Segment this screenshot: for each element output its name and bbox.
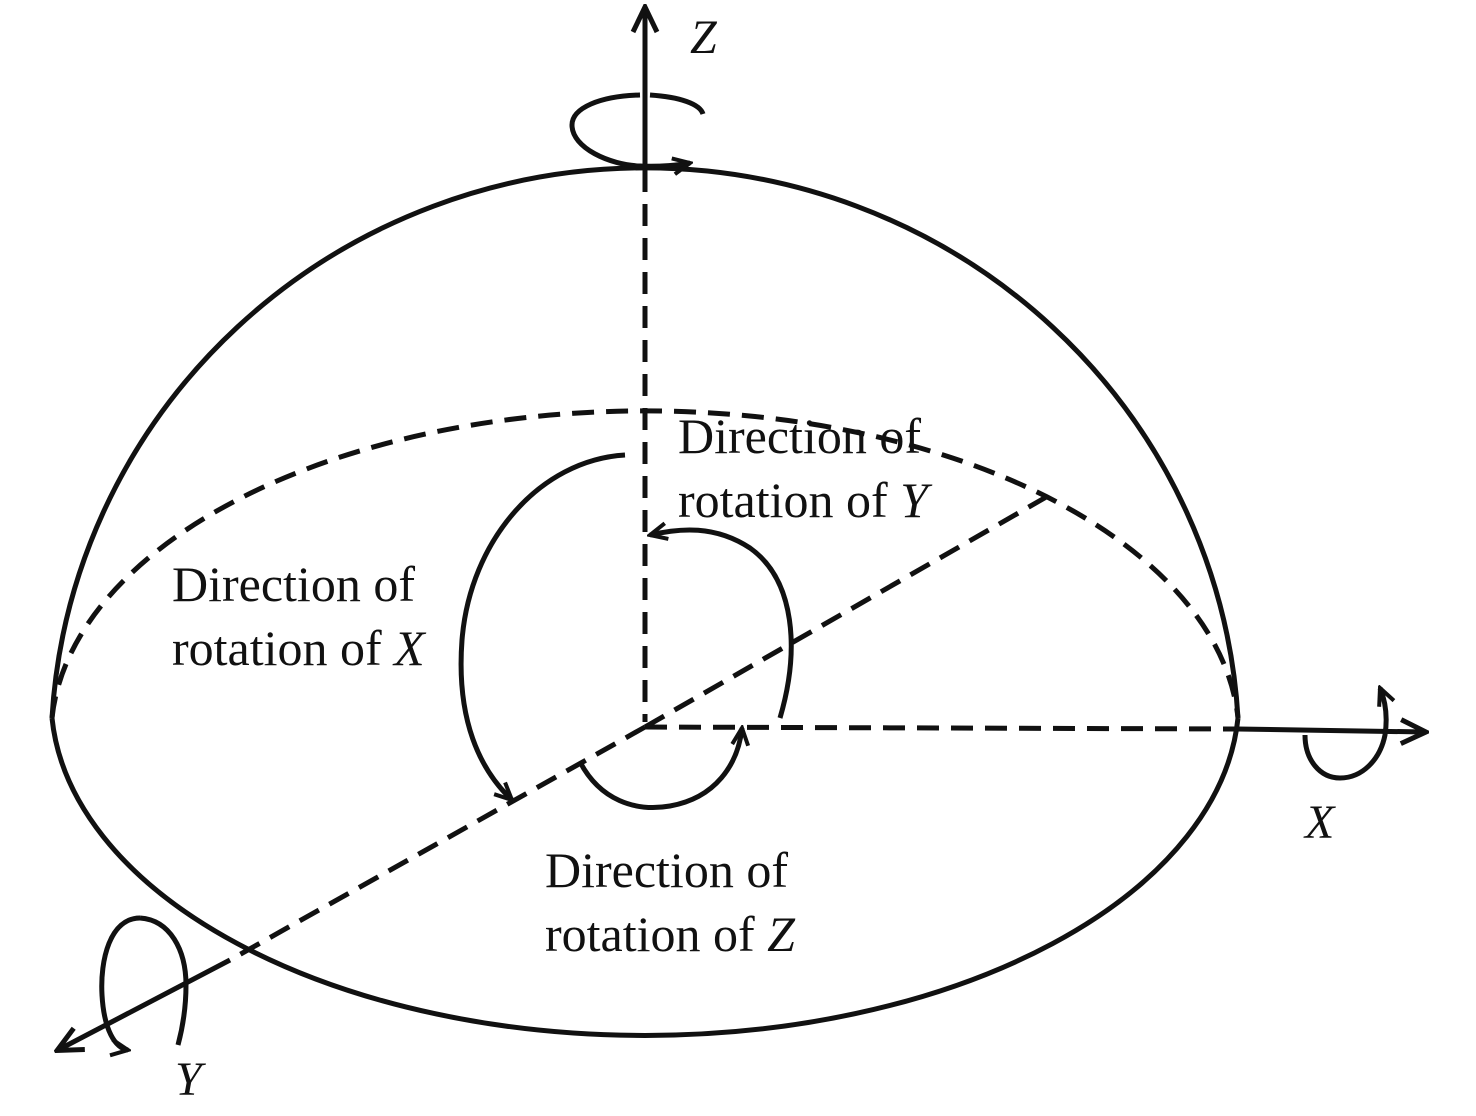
- label-line: Direction of: [545, 842, 788, 898]
- label-line: Direction of: [678, 408, 921, 464]
- equator-front: [49, 717, 1241, 1038]
- z-axis-label: Z: [690, 11, 717, 64]
- label-line: rotation of: [545, 906, 768, 962]
- x-rotation-arc: [458, 452, 626, 800]
- y-axis-back-dashed: [643, 489, 1057, 730]
- x-axis-label: X: [1305, 796, 1335, 849]
- x-axis-arrow: [1237, 729, 1425, 732]
- label-line: rotation of: [172, 620, 395, 676]
- y-rotation-loop-icon: [99, 915, 141, 1050]
- y-axis-dashed: [228, 724, 647, 963]
- label-axis: X: [394, 620, 425, 676]
- x-rotation-loop-icon: [1302, 688, 1386, 781]
- label-line: Direction of: [172, 556, 415, 612]
- y-rotation-arc: [650, 530, 794, 719]
- y-axis-arrow: [58, 957, 232, 1050]
- label-axis: Z: [767, 906, 795, 962]
- x-axis-dashed: [644, 724, 1239, 732]
- z-rotation-arc: [577, 728, 742, 810]
- y-axis-label: Y: [175, 1053, 202, 1106]
- label-axis: Y: [900, 472, 928, 528]
- rotation-y-label: Direction of rotation of Y: [678, 404, 928, 532]
- rotation-x-label: Direction of rotation of X: [172, 552, 425, 680]
- z-rotation-loop-icon: [569, 92, 690, 166]
- label-line: rotation of: [678, 472, 901, 528]
- rotation-z-label: Direction of rotation of Z: [545, 838, 795, 966]
